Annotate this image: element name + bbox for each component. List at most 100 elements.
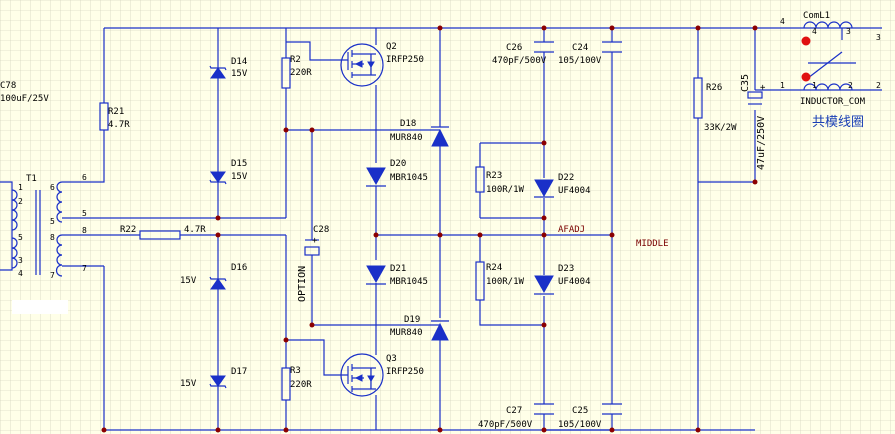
d18-diode: D18 MUR840 — [390, 119, 449, 147]
r3-value: 220R — [290, 380, 312, 390]
r3-resistor: R3 220R — [281, 366, 312, 401]
c27-capacitor: C27 470pF/500V — [478, 403, 554, 430]
d21-ref: D21 — [390, 264, 406, 274]
r22-ref: R22 — [120, 225, 136, 235]
t1-transformer: T1 1 2 5 3 4 6 5 8 7 6 5 8 7 — [0, 173, 87, 314]
t1-pin-left-2: 2 — [18, 197, 23, 206]
coml1-dot-top — [801, 36, 811, 46]
d23-value: UF4004 — [558, 277, 591, 287]
d18-value: MUR840 — [390, 133, 423, 143]
d19-value: MUR840 — [390, 328, 423, 338]
t1-net-5: 5 — [82, 209, 87, 218]
c28-capacitor: C28 + OPTION — [297, 225, 329, 302]
d20-value: MBR1045 — [390, 173, 428, 183]
c28-option: OPTION — [297, 266, 308, 302]
r21-resistor: R21 4.7R — [99, 102, 130, 131]
t1-pin-left-4: 4 — [18, 269, 23, 278]
r26-value: 33K/2W — [704, 123, 737, 133]
c27-ref: C27 — [506, 406, 522, 416]
c25-capacitor: C25 105/100V — [558, 403, 622, 430]
c24-value: 105/100V — [558, 56, 602, 66]
d16-value: 15V — [180, 276, 197, 286]
d21-value: MBR1045 — [390, 277, 428, 287]
c28-plus: + — [312, 236, 318, 246]
q2-ref: Q2 — [386, 42, 397, 52]
c27-value: 470pF/500V — [478, 420, 533, 430]
wires — [62, 27, 882, 431]
r24-resistor: R24 100R/1W — [475, 261, 525, 301]
white-patch — [12, 300, 68, 314]
t1-pin-left-3: 3 — [18, 256, 23, 265]
out-pin-3: 3 — [876, 33, 881, 42]
c25-ref: C25 — [572, 406, 588, 416]
c26-capacitor: C26 470pF/500V — [492, 41, 554, 66]
d14-value: 15V — [231, 69, 248, 79]
c26-value: 470pF/500V — [492, 56, 547, 66]
r23-value: 100R/1W — [486, 185, 525, 195]
d14-zener: D14 15V — [209, 57, 248, 79]
t1-pin-left-5: 5 — [18, 233, 23, 242]
r24-ref: R24 — [486, 263, 502, 273]
d17-zener: D17 15V — [180, 367, 247, 389]
c24-capacitor: C24 105/100V — [558, 41, 622, 66]
c78-value: 100uF/25V — [0, 94, 49, 104]
coml1-pin-2: 2 — [848, 81, 853, 90]
coml1-pin-4: 4 — [812, 27, 817, 36]
coml1-ref: ComL1 — [803, 11, 830, 21]
t1-pin-right-6: 6 — [50, 183, 55, 192]
r21-ref: R21 — [108, 107, 124, 117]
c28-ref: C28 — [313, 225, 329, 235]
q2-mosfet: Q2 IRFP250 — [336, 42, 424, 87]
d21-diode: D21 MBR1045 — [366, 264, 428, 287]
coml1-inductor: ComL1 4 3 1 2 INDUCTOR_COM 共模线圈 4 3 1 2 — [780, 11, 881, 130]
coml1-pin-1: 1 — [812, 81, 817, 90]
d18-ref: D18 — [400, 119, 416, 129]
c78-ref: C78 — [0, 81, 16, 91]
r26-ref: R26 — [706, 83, 722, 93]
coml1-chinese-label: 共模线圈 — [812, 115, 864, 130]
q3-mosfet: Q3 IRFP250 — [336, 353, 424, 397]
c35-capacitor: + C35 47uF/250V — [740, 74, 767, 170]
c35-plus: + — [760, 83, 766, 93]
d15-ref: D15 — [231, 159, 247, 169]
q3-value: IRFP250 — [386, 367, 424, 377]
r22-resistor: R22 4.7R — [120, 225, 206, 240]
coml1-pin-3: 3 — [846, 27, 851, 36]
t1-pin-right-7: 7 — [50, 271, 55, 280]
d15-value: 15V — [231, 172, 248, 182]
out-pin-1: 1 — [780, 81, 785, 90]
t1-pin-right-8: 8 — [50, 233, 55, 242]
r24-value: 100R/1W — [486, 277, 525, 287]
d23-diode: D23 UF4004 — [534, 264, 591, 295]
d17-value: 15V — [180, 379, 197, 389]
q3-ref: Q3 — [386, 354, 397, 364]
t1-net-8: 8 — [82, 226, 87, 235]
net-middle: MIDDLE — [636, 239, 669, 249]
coml1-value: INDUCTOR_COM — [800, 97, 866, 107]
c35-ref: C35 — [740, 74, 751, 92]
t1-pin-right-5: 5 — [50, 217, 55, 226]
r26-resistor: R26 33K/2W — [693, 77, 737, 133]
t1-net-6: 6 — [82, 173, 87, 182]
coml1-dot-bottom — [801, 72, 811, 82]
out-pin-2: 2 — [876, 81, 881, 90]
d22-diode: D22 UF4004 — [534, 173, 591, 198]
d19-ref: D19 — [404, 315, 420, 325]
t1-ref: T1 — [26, 174, 37, 184]
q2-value: IRFP250 — [386, 55, 424, 65]
d20-ref: D20 — [390, 159, 406, 169]
junction-dots — [101, 25, 758, 433]
r22-value: 4.7R — [184, 225, 206, 235]
c24-ref: C24 — [572, 43, 588, 53]
c25-value: 105/100V — [558, 420, 602, 430]
c35-value: 47uF/250V — [756, 116, 767, 170]
d16-ref: D16 — [231, 263, 247, 273]
d16-zener: D16 15V — [180, 263, 247, 290]
c26-ref: C26 — [506, 43, 522, 53]
r2-value: 220R — [290, 68, 312, 78]
d19-diode: D19 MUR840 — [390, 315, 449, 341]
c78-capacitor: C78 100uF/25V — [0, 81, 49, 104]
d14-ref: D14 — [231, 57, 247, 67]
